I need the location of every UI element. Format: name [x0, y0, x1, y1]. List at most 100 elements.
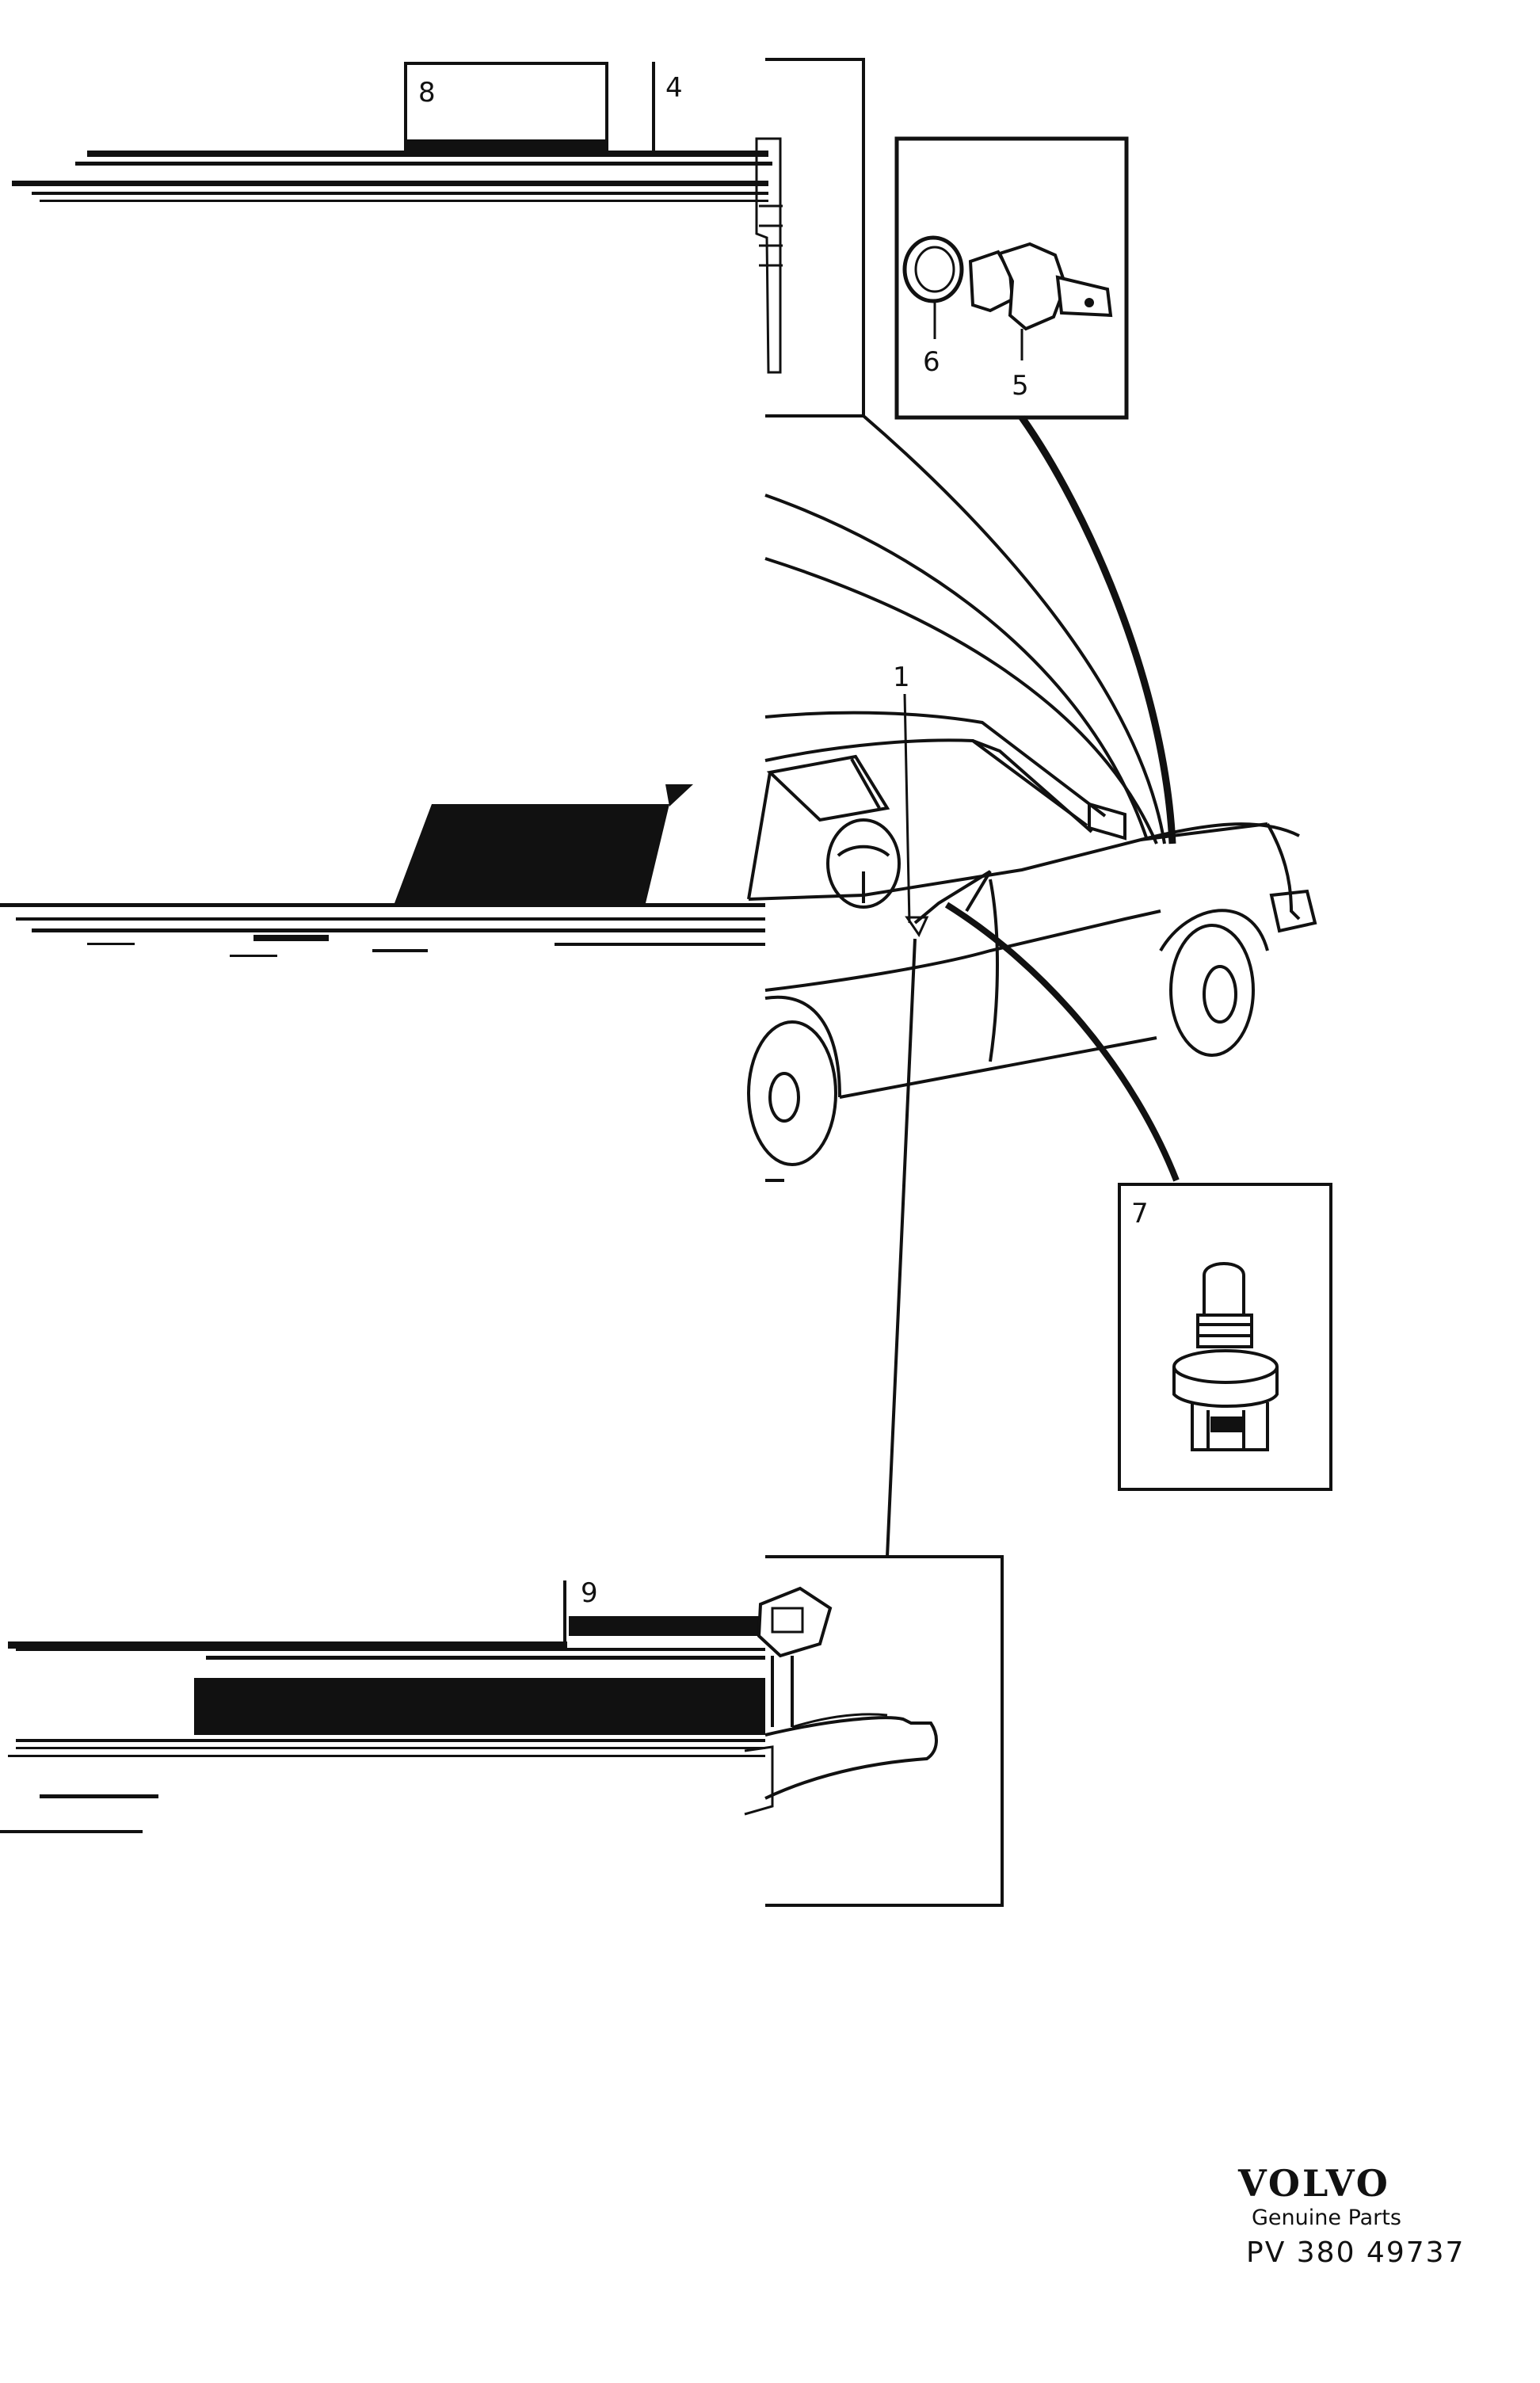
callout-1: 1	[886, 662, 917, 1558]
callout-5-label: 5	[1012, 370, 1029, 402]
callout-8-black-bar	[406, 139, 607, 154]
mid-stripe-6	[372, 949, 428, 952]
leader-curve-b	[764, 557, 1158, 845]
car-sill	[764, 909, 1161, 992]
leader-to-9	[886, 938, 917, 1558]
car-roof	[764, 711, 1107, 818]
inset-dashboard-frame	[765, 1555, 1004, 1907]
car-front-tire	[1169, 924, 1255, 1057]
bottom-stripe-4	[206, 1656, 765, 1660]
mid-stripe-1	[0, 903, 765, 907]
inset-sensor-frame	[1118, 1183, 1332, 1491]
callout-1-leader	[903, 693, 911, 924]
sensor-thread	[1196, 1314, 1253, 1348]
car-lower-body	[839, 1036, 1157, 1099]
car-illustration	[747, 711, 1317, 1182]
bottom-stripe-9	[0, 1830, 143, 1833]
car-windshield-pillar	[972, 739, 1093, 833]
washer-inner	[914, 246, 955, 293]
top-stripe-3	[12, 181, 768, 186]
black-block-mid	[395, 804, 669, 903]
mid-stripe-2	[16, 917, 765, 921]
switch-terminal-hole	[1084, 298, 1094, 307]
car-mirror	[1088, 802, 1126, 841]
callout-8-label: 8	[418, 77, 436, 109]
switch-knob-face	[771, 1607, 804, 1634]
switch-terminal	[1055, 275, 1113, 318]
part-code: PV 380 49737	[1246, 2236, 1465, 2269]
callout-8-box	[404, 62, 608, 154]
footer: VOLVO Genuine Parts PV 380 49737	[1237, 2162, 1465, 2269]
sensor-plug	[1191, 1402, 1269, 1451]
bottom-stripe-8	[40, 1794, 158, 1798]
car-rear-arch	[764, 995, 841, 1098]
bottom-stripe-3	[16, 1648, 765, 1651]
mid-stripe-3	[32, 928, 765, 932]
top-stripe-5	[40, 200, 768, 202]
inset-dashboard	[744, 1555, 1004, 1907]
dashboard-trim	[791, 1713, 888, 1729]
inset-sensor: 7	[1118, 1183, 1332, 1491]
mid-stripe-7	[555, 943, 765, 946]
mid-stripe-5	[87, 943, 135, 945]
sensor-cap	[1203, 1262, 1245, 1317]
leader-curve-a	[764, 494, 1149, 841]
mid-stripe-8	[230, 955, 277, 957]
top-left-panel: 8 4	[12, 58, 865, 418]
sensor-stub-ribs	[759, 204, 783, 267]
car-steering-wheel	[826, 818, 901, 909]
leader-curves	[764, 414, 1176, 845]
brand-logo: VOLVO	[1237, 2162, 1390, 2205]
car-front-hub	[1203, 965, 1237, 1024]
bottom-stripe-6	[16, 1747, 765, 1749]
leader-7	[944, 902, 1180, 1182]
switch-knob	[757, 1586, 833, 1658]
callout-9-label: 9	[581, 1577, 598, 1609]
car-lever	[913, 870, 992, 925]
sensor-hex-top	[1172, 1349, 1279, 1384]
middle-left-panel	[0, 784, 765, 957]
inset-switch-frame	[894, 136, 1129, 420]
car-steering-spokes	[837, 845, 890, 903]
car-front-arch	[1159, 909, 1269, 952]
sensor-plug-dark	[1210, 1416, 1242, 1432]
mid-stripe-4	[253, 935, 329, 941]
car-roof-inner	[764, 738, 1088, 827]
car-door-line	[748, 822, 1268, 901]
callout-1-label: 1	[893, 662, 910, 693]
car-rear-hub	[768, 1072, 800, 1123]
bottom-black-block	[194, 1678, 765, 1735]
car-side-window	[766, 754, 890, 822]
bottom-stripe-5	[16, 1739, 765, 1742]
sensor-stub-4	[755, 137, 782, 374]
car-rear-tire	[747, 1020, 837, 1166]
car-lever-knob	[905, 916, 929, 938]
car-a-pillar	[747, 772, 772, 900]
car-hood	[1140, 822, 1300, 841]
car-door-rear-edge	[989, 879, 999, 1062]
car-pillar-b	[850, 758, 881, 809]
sensor-hex-body	[1172, 1367, 1279, 1408]
bottom-stripe-1	[8, 1641, 567, 1649]
callout-7-label: 7	[1131, 1198, 1149, 1230]
leader-curve-d	[1019, 415, 1176, 845]
inset-switch: 6 5	[894, 136, 1129, 420]
bottom-stripe-2	[569, 1616, 765, 1636]
car-front	[1266, 823, 1301, 921]
washer-outer	[902, 235, 964, 303]
switch-hex	[997, 242, 1068, 331]
dashboard-vent	[744, 1745, 774, 1816]
top-stripe-2	[75, 162, 772, 166]
black-block-mid-tip	[665, 784, 693, 806]
leader-curve-c	[862, 414, 1166, 845]
tagline: Genuine Parts	[1252, 2206, 1401, 2230]
bottom-left-panel: 9	[0, 1577, 765, 1833]
callout-6-label: 6	[923, 346, 940, 378]
switch-stem	[771, 1656, 794, 1727]
car-bumper	[1269, 889, 1317, 933]
top-stripe-4	[32, 192, 768, 195]
callout-4-label: 4	[665, 72, 683, 104]
panel-4-border	[765, 58, 865, 418]
top-stripe-1	[87, 151, 768, 157]
